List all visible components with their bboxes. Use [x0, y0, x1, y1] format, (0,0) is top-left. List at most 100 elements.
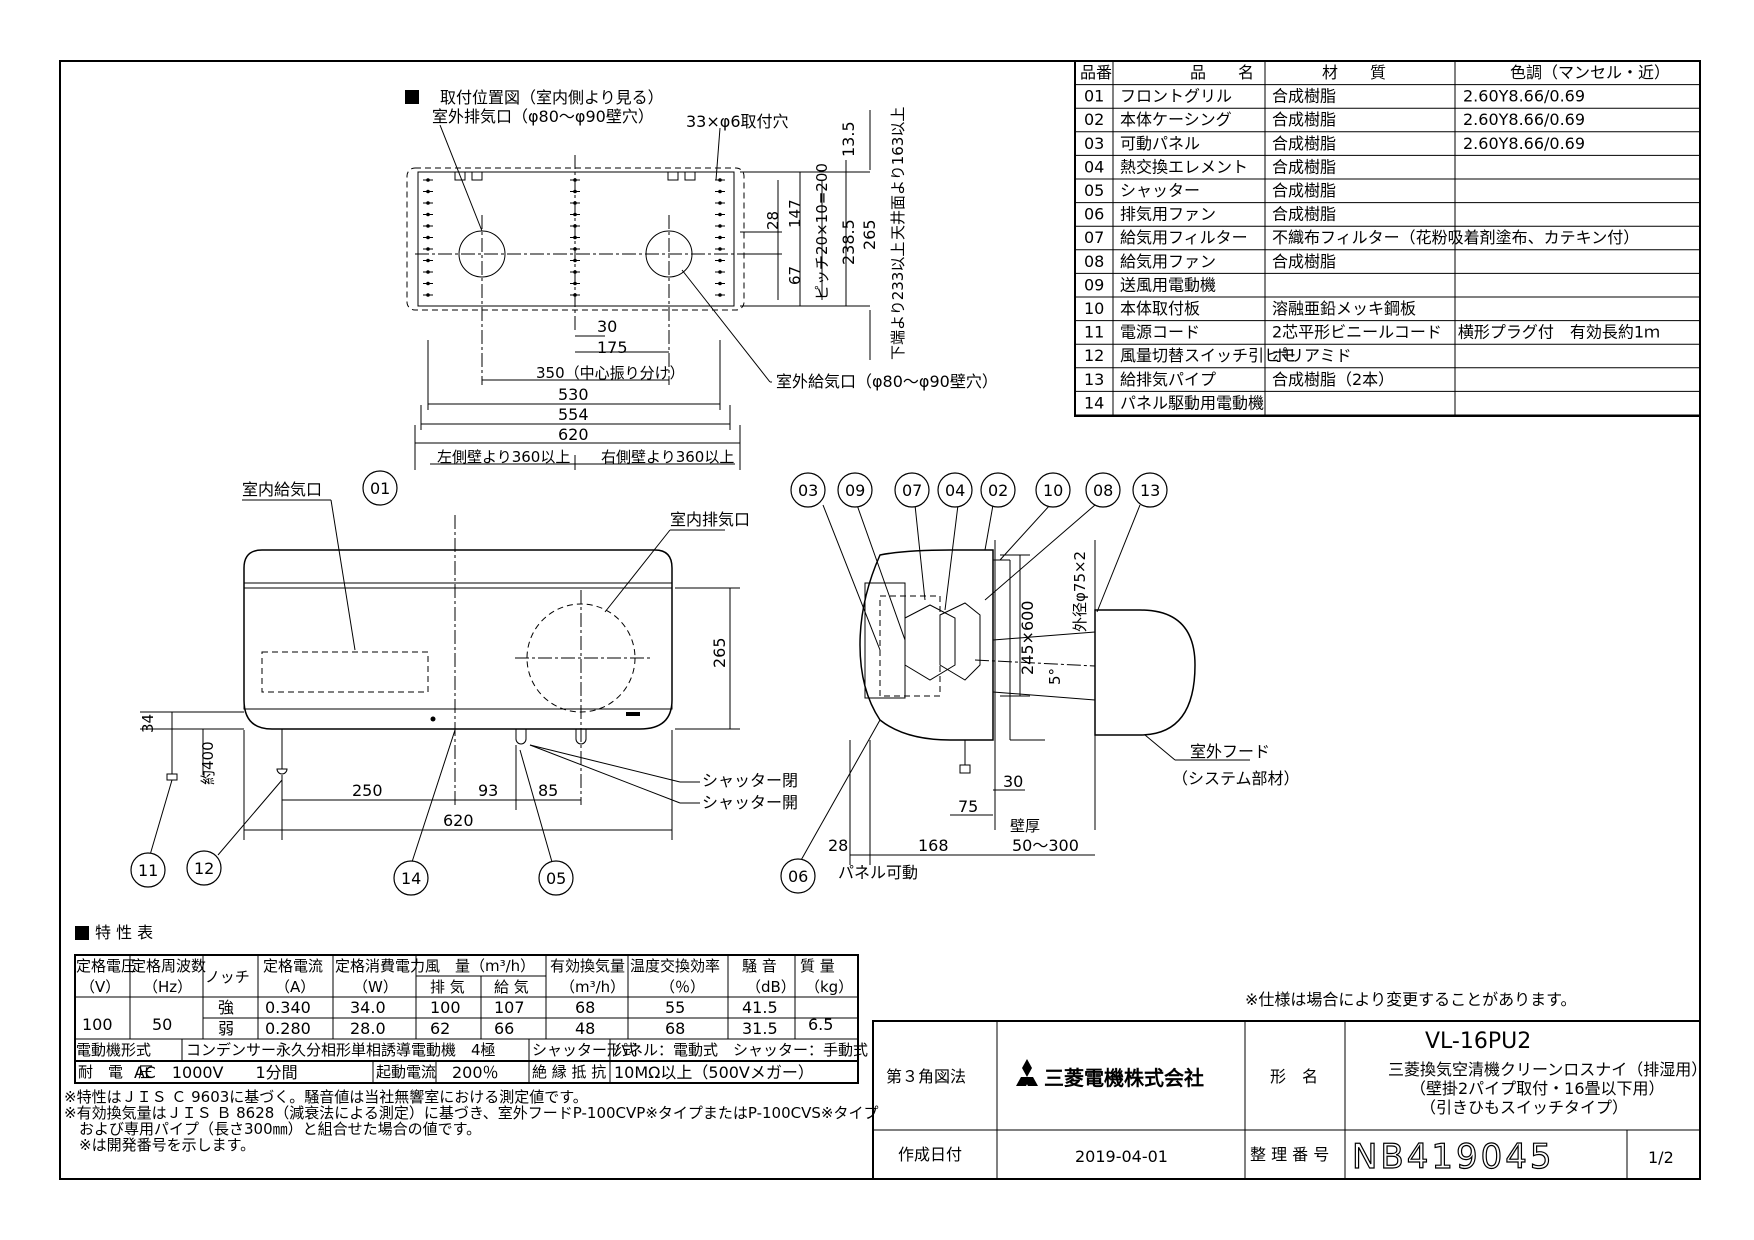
callout-circle	[1035, 472, 1071, 508]
page-number: 1/2	[1648, 1148, 1674, 1167]
spec-h_temp_eff: 温度交換効率	[630, 957, 720, 975]
parts-cell: 02	[1084, 110, 1104, 129]
outdoor-hood-label: 室外フード	[1190, 742, 1270, 761]
parts-cell: 給排気パイプ	[1120, 370, 1216, 389]
spec-shutter_label: シャッター形式	[532, 1041, 637, 1059]
parts-cell: 12	[1084, 346, 1104, 365]
parts-cell: 不織布フィルター（花粉吸着剤塗布、カテキン付）	[1272, 228, 1639, 247]
parts-cell: 10	[1084, 299, 1104, 318]
spec-h_current: 定格電流	[263, 957, 323, 975]
front-dim-250: 250	[352, 781, 383, 800]
parts-cell: 11	[1084, 323, 1104, 342]
callout-circle	[1132, 472, 1168, 508]
spec-h_power: 定格消費電力	[335, 957, 425, 975]
side-dim-wall: 50～300	[1012, 836, 1079, 855]
dim-28-v: 28	[764, 211, 782, 230]
spec-h_airflow: 風 量（m³/h）	[425, 957, 535, 975]
ceiling-clearance: 天井面より163以上	[889, 107, 907, 240]
parts-cell: 05	[1084, 181, 1104, 200]
parts-cell: 2芯平形ビニールコード 横形プラグ付 有効長約1ｍ	[1272, 323, 1660, 342]
dim-67-v: 67	[786, 266, 804, 285]
parts-cell: 01	[1084, 87, 1104, 106]
callout-number: 04	[945, 481, 965, 500]
callout-number: 07	[902, 481, 922, 500]
spec-cell: 66	[494, 1019, 514, 1038]
left-wall-clearance: 左側壁より360以上	[437, 448, 570, 466]
parts-cell: 本体取付板	[1120, 299, 1200, 318]
parts-cell: 給気用フィルター	[1120, 228, 1248, 247]
company-name: 三菱電機株式会社	[1044, 1066, 1204, 1090]
spec-insulation_label: 絶 縁 抵 抗	[532, 1063, 606, 1081]
parts-cell: 電源コード	[1120, 323, 1200, 342]
date-label: 作成日付	[898, 1145, 962, 1164]
mitsubishi-logo-icon	[1016, 1059, 1038, 1086]
front-dim-265: 265	[710, 637, 729, 668]
spec-start_label: 起動電流	[376, 1063, 436, 1081]
spec-change-note: ※仕様は場合により変更することがあります。	[1245, 990, 1577, 1009]
spec-freq: 50	[152, 1015, 172, 1034]
shutter-closed-label: シャッター閉	[702, 771, 798, 790]
spec-h_freq_u: （Hz）	[143, 978, 192, 996]
note-line: および専用パイプ（長さ300㎜）と組合せた場合の値です。	[64, 1120, 481, 1138]
callout-circle	[780, 858, 816, 894]
parts-cell: 送風用電動機	[1120, 275, 1216, 294]
spec-h_temp_eff_u: （％）	[660, 978, 705, 996]
note-line: ※有効換気量はＪＩＳ Ｂ 8628（減衰法による測定）に基づき、室外フードP-1…	[64, 1104, 878, 1122]
model-desc-2: （壁掛2パイプ取付・16畳以下用）	[1410, 1079, 1665, 1098]
parts-cell: 風量切替スイッチ引ヒモ	[1120, 346, 1296, 365]
callout-circle	[130, 852, 166, 888]
parts-cell: 本体ケーシング	[1120, 110, 1232, 129]
callout-circle	[362, 470, 398, 506]
front-dim-85: 85	[538, 781, 558, 800]
spec-h_eff_vent: 有効換気量	[550, 957, 625, 975]
parts-cell: 排気用ファン	[1120, 205, 1216, 224]
spec-h_exhaust: 排 気	[430, 978, 465, 996]
spec-insulation_value: 10MΩ以上（500Vメガー）	[614, 1063, 814, 1082]
spec-cell: 68	[665, 1019, 685, 1038]
note-line: ※は開発番号を示します。	[64, 1136, 255, 1154]
parts-cell: 合成樹脂	[1272, 110, 1336, 129]
callout-circle	[837, 472, 873, 508]
parts-cell: 04	[1084, 157, 1104, 176]
spec-h_voltage: 定格電圧	[76, 957, 136, 975]
spec-cell: 62	[430, 1019, 450, 1038]
dim-30: 30	[597, 317, 617, 336]
spec-cell: 55	[665, 998, 685, 1017]
drawing-number: NB419045	[1352, 1137, 1555, 1177]
parts-cell: 合成樹脂	[1272, 87, 1336, 106]
spec-cell: 28.0	[350, 1019, 386, 1038]
notes: ※特性はＪＩＳ Ｃ 9603に基づく。騒音値は当社無響室における測定値です。※有…	[64, 1088, 878, 1154]
outdoor-exhaust-label: 室外排気口（φ80～φ90壁穴）	[432, 107, 654, 126]
dim-265-v: 265	[860, 219, 879, 250]
spec-cell: 31.5	[742, 1019, 778, 1038]
spec-cell: 0.280	[265, 1019, 311, 1038]
spec-h_freq: 定格周波数	[131, 957, 206, 975]
side-dim-168: 168	[918, 836, 949, 855]
spec-start_value: 200％	[452, 1063, 499, 1082]
indoor-exhaust-label: 室内排気口	[670, 510, 750, 529]
model-desc-3: （引きひもスイッチタイプ）	[1420, 1098, 1628, 1117]
callout-circle	[937, 472, 973, 508]
parts-header-1: 品 名	[1190, 63, 1254, 82]
callout-number: 05	[546, 869, 566, 888]
spec-cell: 100	[430, 998, 461, 1017]
side-dim-75: 75	[958, 797, 978, 816]
front-body	[243, 549, 673, 730]
callout-circle	[538, 860, 574, 896]
callout-circle	[790, 472, 826, 508]
callout-number: 14	[401, 869, 421, 888]
indoor-supply-grille	[261, 651, 429, 693]
spec-withstand_label: 耐 電 圧	[78, 1063, 153, 1081]
spec-h_mass_u: （kg）	[805, 978, 853, 996]
right-wall-clearance: 右側壁より360以上	[601, 448, 734, 466]
creation-date: 2019-04-01	[1075, 1147, 1168, 1166]
panel-movable-label: パネル可動	[838, 863, 918, 882]
callout-number: 02	[988, 481, 1008, 500]
callout-number: 12	[194, 859, 214, 878]
callout-number: 10	[1043, 481, 1063, 500]
callout-circle	[980, 472, 1016, 508]
parts-cell: 14	[1084, 393, 1104, 412]
dim-135-v: 13.5	[839, 121, 858, 157]
